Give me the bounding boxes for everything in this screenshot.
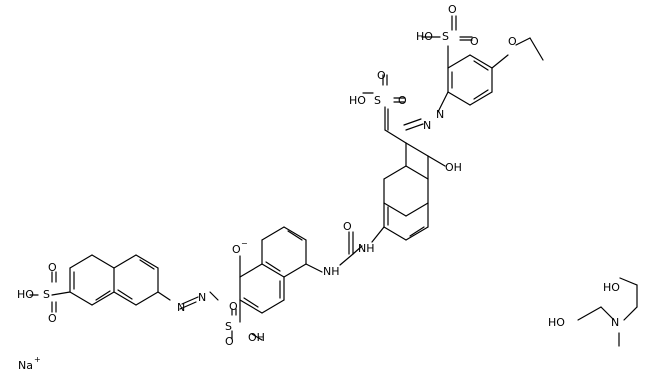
- ethoxy-oxygen-label: O: [508, 35, 517, 48]
- oh-label-lower: OH: [248, 331, 265, 344]
- nh-label-lower: NH: [323, 265, 340, 278]
- atom-labels: HO S O O O N N S O HO O OH NH O NH O − N…: [17, 3, 620, 372]
- oxygen-label-left-bottom: O: [48, 312, 57, 325]
- minus-charge-label: −: [241, 239, 248, 248]
- oxygen-label-lower-bottom: O: [225, 335, 234, 348]
- amine-nitrogen-label: N: [611, 316, 619, 329]
- urea-oxygen-label: O: [343, 220, 352, 233]
- oxygen-label-lower-top: O: [229, 300, 238, 313]
- oxygen-label-mid-right: O: [398, 94, 407, 107]
- sulfur-label-top: S: [442, 30, 449, 43]
- ho-label-mid: HO: [349, 94, 366, 107]
- ho-label-amine-top: HO: [603, 281, 620, 294]
- azo-nitrogen-label-1: N: [423, 119, 431, 132]
- azo-nitrogen-label-3: N: [198, 291, 206, 304]
- oxygen-label-top: O: [448, 3, 457, 16]
- ho-label-top: HO: [416, 30, 433, 43]
- oh-label-top-ring: OH: [445, 161, 462, 174]
- bonds: [29, 15, 638, 347]
- azo-nitrogen-label-2: N: [436, 108, 444, 121]
- nh-label-top: NH: [358, 242, 375, 255]
- oxygen-label-left-top: O: [48, 261, 57, 274]
- phenoxide-oxygen-label: O: [232, 243, 241, 256]
- sulfur-label-left: S: [43, 288, 50, 301]
- ho-label-amine-left: HO: [548, 316, 565, 329]
- azo-nitrogen-label-4: N: [177, 301, 185, 314]
- ho-label-left: HO: [17, 288, 34, 301]
- oxygen-label-mid: O: [377, 69, 386, 82]
- sodium-label: Na: [18, 359, 33, 372]
- sodium-charge-label: +: [34, 355, 41, 364]
- sulfur-label-mid: S: [374, 94, 381, 107]
- oxygen-label-top-right: O: [470, 35, 479, 48]
- sulfur-label-lower: S: [225, 320, 232, 333]
